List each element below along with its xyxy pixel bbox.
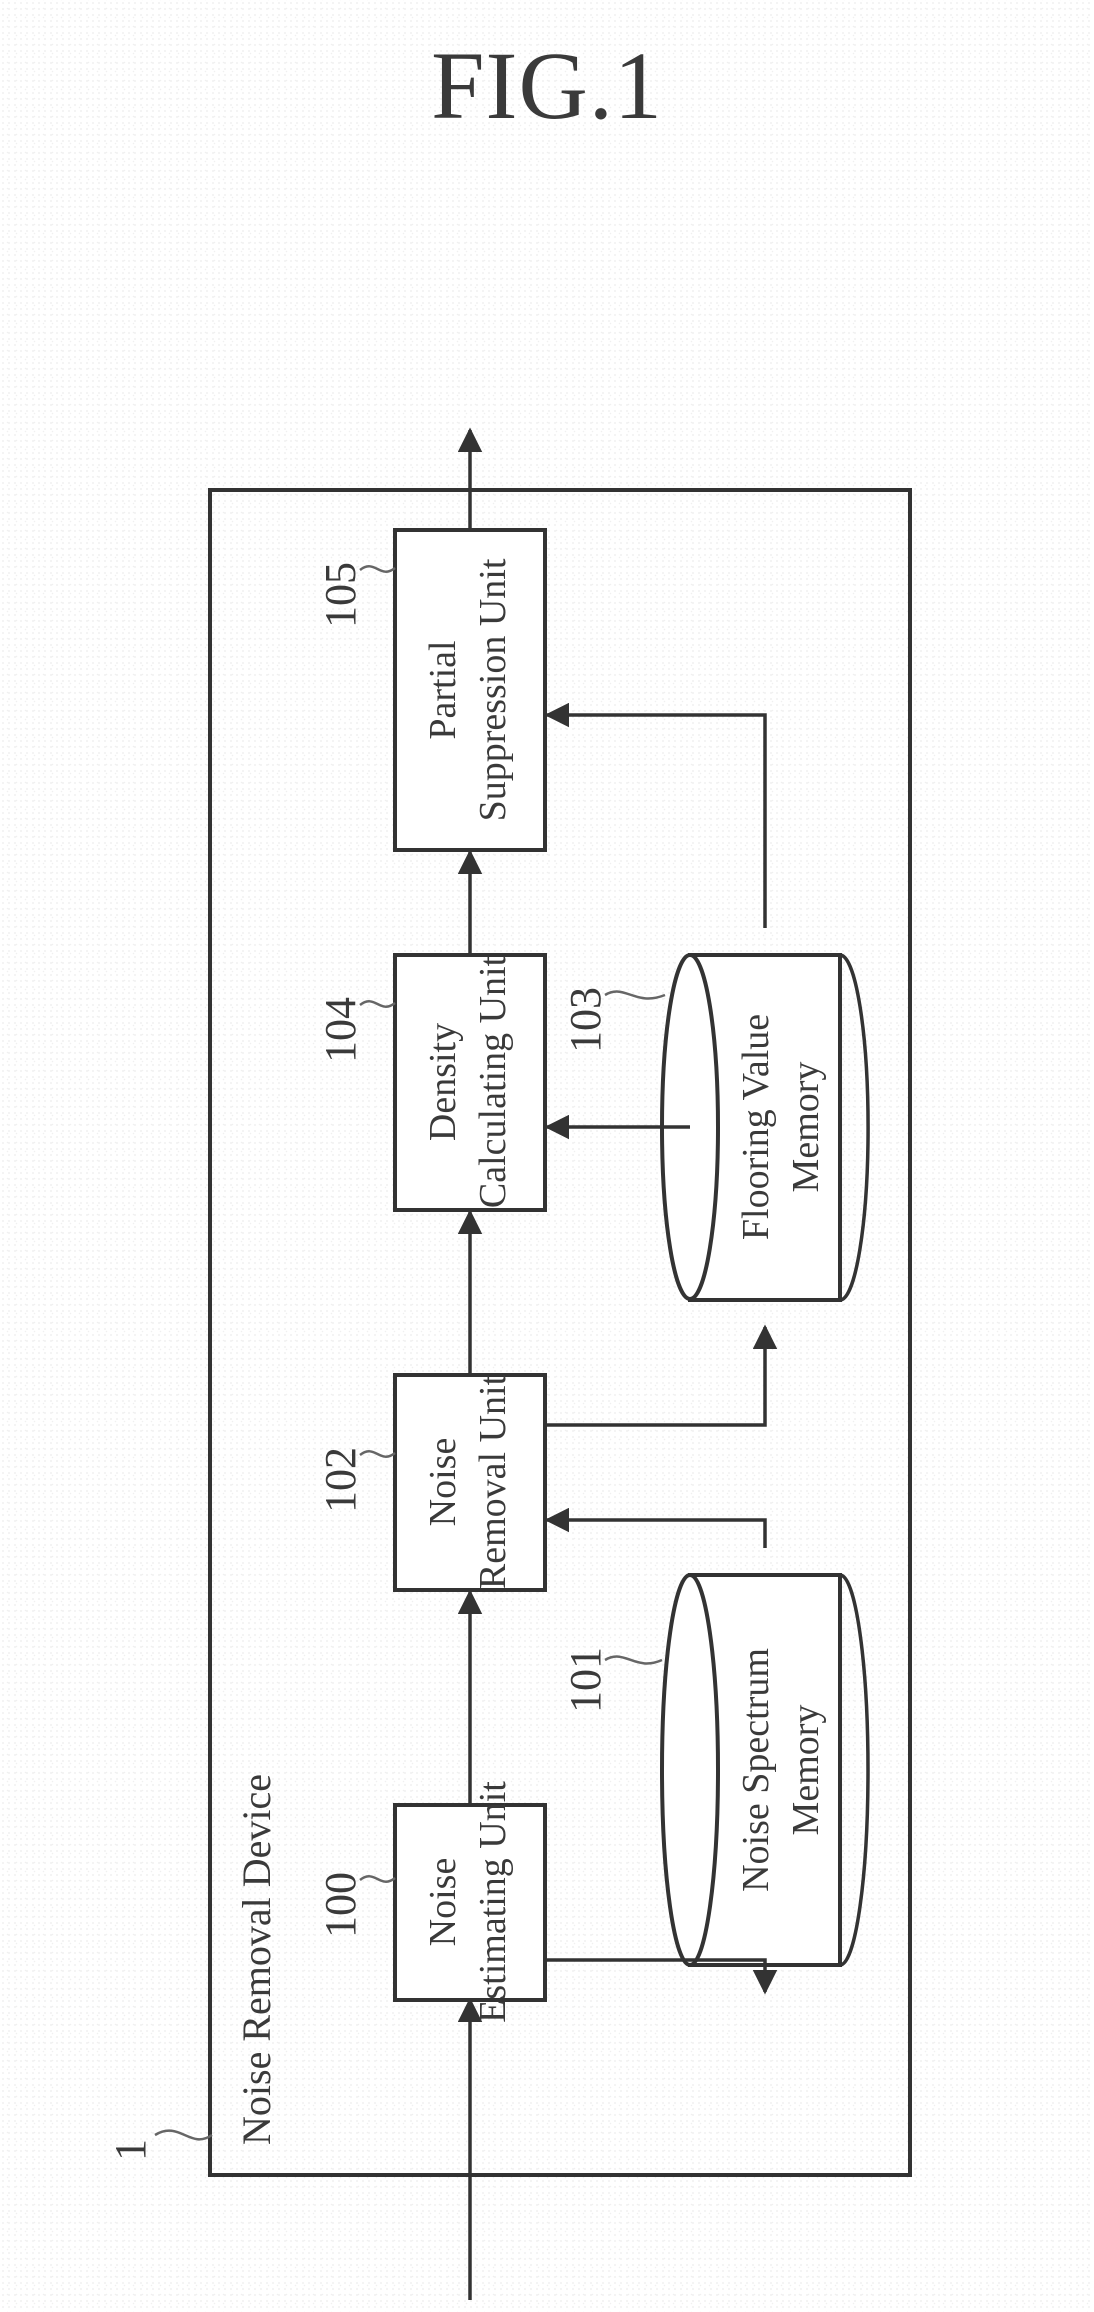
flooring-value-memory: Flooring Value Memory xyxy=(662,955,868,1300)
noise-removal-unit: Noise Removal Unit xyxy=(395,1374,545,1590)
arrow-removal-to-flooring xyxy=(545,1327,765,1425)
device-ref: 1 xyxy=(106,2139,155,2161)
ref-102: 102 xyxy=(316,1447,365,1513)
ref-105-leader xyxy=(360,566,395,571)
density-calculating-line2: Calculating Unit xyxy=(472,955,514,1208)
noise-spectrum-line2: Memory xyxy=(785,1705,827,1836)
noise-spectrum-line1: Noise Spectrum xyxy=(735,1648,777,1892)
ref-101-leader xyxy=(605,1657,662,1664)
ref-100-leader xyxy=(360,1876,395,1881)
noise-estimating-line2: Estimating Unit xyxy=(472,1781,514,2023)
density-calculating-unit: Density Calculating Unit xyxy=(395,955,545,1210)
noise-estimating-unit: Noise Estimating Unit xyxy=(395,1781,545,2023)
device-label: Noise Removal Device xyxy=(234,1774,279,2145)
ref-100: 100 xyxy=(316,1872,365,1938)
density-calculating-line1: Density xyxy=(422,1023,464,1141)
ref-103-leader xyxy=(605,992,665,999)
flooring-value-line2: Memory xyxy=(785,1062,827,1193)
noise-removal-line1: Noise xyxy=(422,1438,464,1527)
noise-spectrum-memory: Noise Spectrum Memory xyxy=(76,1575,1094,1965)
device-ref-leader xyxy=(155,2131,212,2140)
ref-102-leader xyxy=(360,1451,395,1456)
arrow-flooring-to-suppression xyxy=(547,715,765,928)
flooring-value-line1: Flooring Value xyxy=(735,1014,777,1240)
ref-105: 105 xyxy=(316,562,365,628)
arrow-spectrum-to-removal xyxy=(547,1520,765,1548)
ref-103: 103 xyxy=(561,987,610,1053)
noise-estimating-line1: Noise xyxy=(422,1858,464,1947)
partial-suppression-line2: Suppression Unit xyxy=(472,558,514,821)
ref-104: 104 xyxy=(316,997,365,1063)
ref-104-leader xyxy=(360,1001,395,1006)
partial-suppression-line1: Partial xyxy=(422,640,464,739)
partial-suppression-unit: Partial Suppression Unit xyxy=(395,530,545,850)
ref-101: 101 xyxy=(561,1647,610,1713)
noise-removal-line2: Removal Unit xyxy=(472,1374,514,1589)
